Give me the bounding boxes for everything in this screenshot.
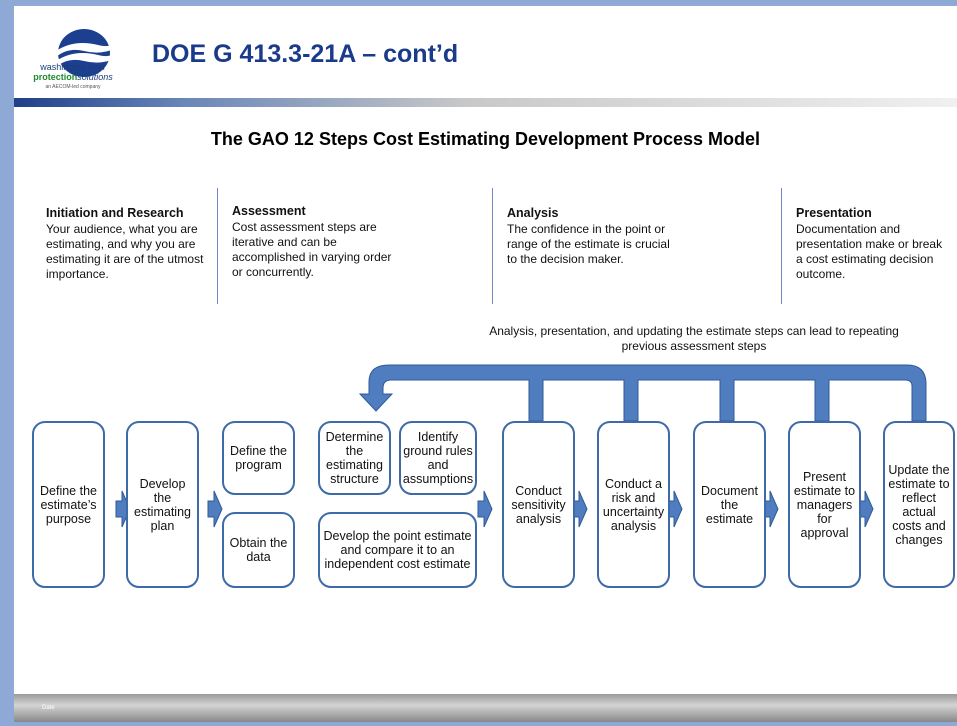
flow-arrow-9-10 bbox=[667, 490, 683, 528]
logo-line1: washington river bbox=[40, 62, 106, 72]
step-determine-structure: Determine the estimating structure bbox=[318, 421, 391, 495]
phase-initiation-heading: Initiation and Research bbox=[46, 206, 184, 220]
step-ground-rules: Identify ground rules and assumptions bbox=[399, 421, 477, 495]
phase-divider bbox=[781, 188, 782, 304]
logo-line2: protection bbox=[33, 72, 78, 82]
step-define-purpose: Define the estimate’s purpose bbox=[32, 421, 105, 588]
flow-arrows bbox=[115, 364, 927, 528]
phase-analysis-text: The confidence in the point or range of … bbox=[507, 222, 670, 266]
step-point-estimate: Develop the point estimate and compare i… bbox=[318, 512, 477, 588]
step-define-program: Define the program bbox=[222, 421, 295, 495]
flow-arrow-assess-8 bbox=[477, 490, 493, 528]
phase-analysis: Analysis The confidence in the point or … bbox=[507, 206, 677, 267]
diagram-title: The GAO 12 Steps Cost Estimating Develop… bbox=[210, 129, 761, 149]
slide: washington river protectionsolutions an … bbox=[14, 6, 957, 722]
step-update-estimate: Update the estimate to reflect actual co… bbox=[883, 421, 955, 588]
flow-arrow-10-11 bbox=[763, 490, 779, 528]
footer-date: Date bbox=[42, 705, 55, 711]
header-divider-bar bbox=[14, 98, 957, 107]
flow-arrow-8-9 bbox=[572, 490, 588, 528]
company-logo bbox=[56, 29, 114, 77]
phase-divider bbox=[492, 188, 493, 304]
step-present-estimate: Present estimate to managers for approva… bbox=[788, 421, 861, 588]
step-develop-plan: Develop the estimating plan bbox=[126, 421, 199, 588]
footer-bar bbox=[14, 694, 957, 722]
slide-title: DOE G 413.3-21A – cont’d bbox=[152, 40, 459, 68]
step-sensitivity-analysis: Conduct sensitivity analysis bbox=[502, 421, 575, 588]
phase-presentation-text: Documentation and presentation make or b… bbox=[796, 222, 943, 281]
phase-divider bbox=[217, 188, 218, 304]
step-document-estimate: Document the estimate bbox=[693, 421, 766, 588]
feedback-loop-arrow bbox=[358, 364, 927, 422]
feedback-loop-note: Analysis, presentation, and updating the… bbox=[489, 324, 899, 353]
step-risk-uncertainty: Conduct a risk and uncertainty analysis bbox=[597, 421, 670, 588]
phase-analysis-heading: Analysis bbox=[507, 206, 559, 220]
flow-arrow-11-12 bbox=[858, 490, 874, 528]
phase-initiation-text: Your audience, what you are estimating, … bbox=[46, 222, 204, 281]
logo-wordmark: washington river protectionsolutions an … bbox=[14, 62, 132, 92]
phase-assessment-text: Cost assessment steps are iterative and … bbox=[232, 220, 392, 279]
phase-initiation: Initiation and Research Your audience, w… bbox=[46, 206, 206, 282]
logo-line4: an AECOM-led company bbox=[45, 84, 101, 90]
flow-arrow-2-3 bbox=[207, 490, 223, 528]
phase-presentation: Presentation Documentation and presentat… bbox=[796, 206, 946, 282]
logo-line3: solutions bbox=[77, 72, 113, 82]
phase-assessment-heading: Assessment bbox=[232, 204, 306, 218]
phase-assessment: Assessment Cost assessment steps are ite… bbox=[232, 204, 402, 280]
step-obtain-data: Obtain the data bbox=[222, 512, 295, 588]
phase-presentation-heading: Presentation bbox=[796, 206, 872, 220]
